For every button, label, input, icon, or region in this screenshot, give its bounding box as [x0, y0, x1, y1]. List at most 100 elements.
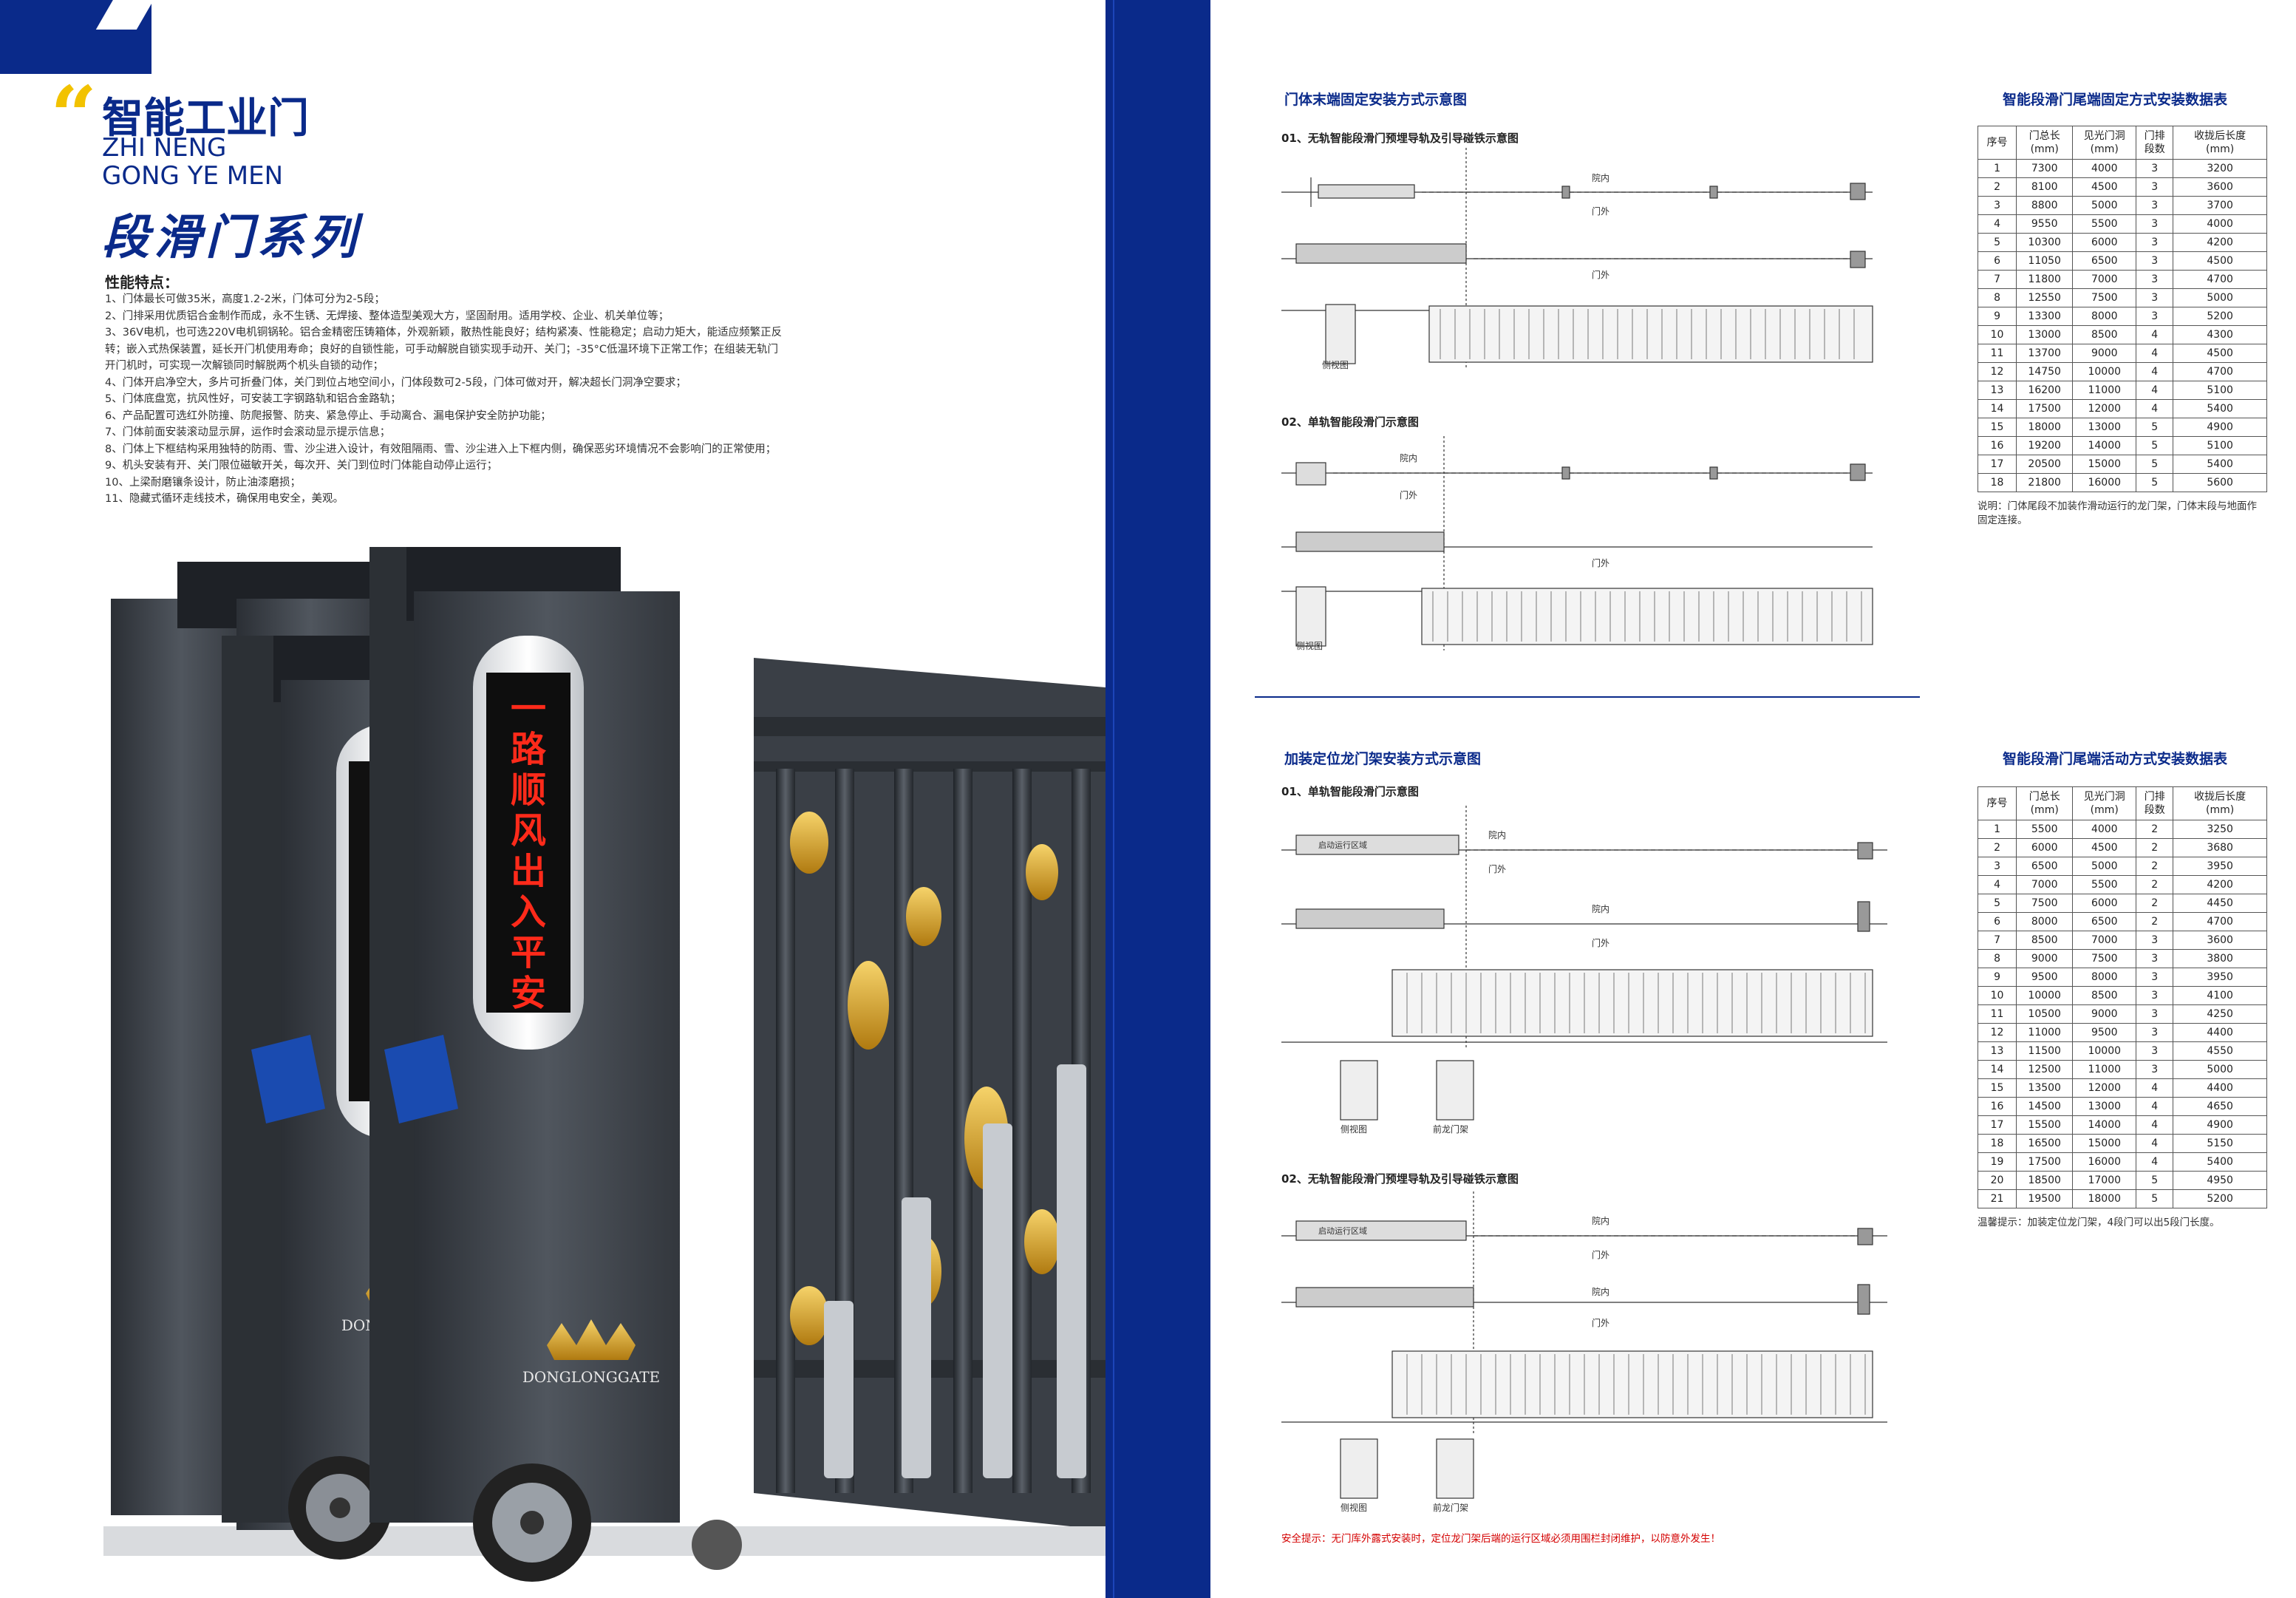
section-heading-fixed: 门体末端固定安装方式示意图: [1274, 87, 1467, 109]
table-cell: 8100: [2016, 177, 2074, 197]
table-cell: 19: [1977, 1152, 2017, 1172]
feature-item: 7、门体前面安装滚动显示屏，运作时会滚动显示提示信息；: [105, 426, 391, 438]
table-cell: 18500: [2016, 1171, 2074, 1190]
table-cell: 11: [1977, 344, 2017, 363]
table-cell: 6000: [2016, 838, 2074, 857]
table-cell: 2: [1977, 177, 2017, 197]
table-cell: 16000: [2072, 473, 2137, 492]
table-cell: 14750: [2016, 362, 2074, 381]
table-cell: 15000: [2072, 1134, 2137, 1153]
table-cell: 1: [1977, 820, 2017, 839]
label-side-view: 侧视图: [1296, 640, 1323, 650]
table-cell: 13000: [2072, 1097, 2137, 1116]
label-inside: 院内: [1592, 1287, 1609, 1297]
table-cell: 4100: [2173, 986, 2267, 1005]
table-cell: 3: [2136, 1004, 2174, 1024]
corner-tab: [0, 0, 151, 74]
table-cell: 3800: [2173, 949, 2267, 968]
feature-item: 11、隐藏式循环走线技术，确保用电安全，美观。: [105, 493, 344, 505]
table-cell: 4: [2136, 1134, 2174, 1153]
table-cell: 4500: [2173, 344, 2267, 363]
table-cell: 6500: [2016, 857, 2074, 876]
table-cell: 12000: [2072, 399, 2137, 418]
table-cell: 4: [2136, 1152, 2174, 1172]
table-cell: 15: [1977, 418, 2017, 437]
table-cell: 11800: [2016, 270, 2074, 289]
table-cell: 5400: [2173, 399, 2267, 418]
table-cell: 8000: [2072, 307, 2137, 326]
label-outside: 门外: [1592, 1317, 1609, 1328]
gate-grille: [754, 658, 1106, 1530]
table-cell: 16: [1977, 1097, 2017, 1116]
subheading-gantry-trackless: 02、无轨智能段滑门预埋导轨及引导碰铁示意图: [1281, 1172, 1519, 1186]
led-char: 入: [511, 891, 546, 933]
table-cell: 3: [1977, 196, 2017, 215]
feature-item: 2、门排采用优质铝合金制作而成，永不生锈、无焊接、整体造型美观大方，坚固耐用。适…: [105, 310, 670, 322]
column-header: 见光门洞 (mm): [2072, 126, 2137, 160]
table-cell: 15000: [2072, 455, 2137, 474]
diagram-single-rail-fixed: 院内 门外 门外 侧视图: [1281, 436, 1873, 650]
table-cell: 21: [1977, 1189, 2017, 1208]
table-cell: 9500: [2016, 968, 2074, 987]
features-heading: 性能特点：: [105, 273, 179, 291]
features-list: 1、门体最长可做35米，高度1.2-2米，门体可分为2-5段； 2、门排采用优质…: [105, 291, 888, 508]
table-cell: 4: [1977, 214, 2017, 234]
label-run-area: 启动运行区域: [1318, 840, 1367, 850]
table-cell: 12000: [2072, 1078, 2137, 1098]
diagram-trackless-fixed: 院内 门外 门外 侧视图: [1281, 148, 1873, 370]
table-cell: 2: [2136, 838, 2174, 857]
table-cell: 10000: [2072, 1041, 2137, 1061]
table-cell: 20: [1977, 1171, 2017, 1190]
table-cell: 5100: [2173, 436, 2267, 455]
table-cell: 7: [1977, 931, 2017, 950]
label-inside: 院内: [1400, 453, 1417, 463]
table-cell: 3600: [2173, 177, 2267, 197]
table-cell: 3: [2136, 986, 2174, 1005]
table-cell: 4: [2136, 381, 2174, 400]
table-cell: 4400: [2173, 1078, 2267, 1098]
led-char: 出: [511, 851, 546, 892]
table-cell: 12: [1977, 1023, 2017, 1042]
label-inside: 院内: [1592, 173, 1609, 183]
table-cell: 4000: [2072, 159, 2137, 178]
table-cell: 4500: [2072, 177, 2137, 197]
table-cell: 18: [1977, 1134, 2017, 1153]
table-cell: 2: [2136, 894, 2174, 913]
table-cell: 5: [2136, 473, 2174, 492]
table-cell: 9000: [2072, 344, 2137, 363]
label-inside: 院内: [1592, 904, 1609, 914]
table-cell: 19500: [2016, 1189, 2074, 1208]
table-cell: 4000: [2173, 214, 2267, 234]
feature-item: 8、门体上下框结构采用独特的防雨、雪、沙尘进入设计，有效阻隔雨、雪、沙尘进入上下…: [105, 443, 777, 455]
table-cell: 3950: [2173, 857, 2267, 876]
table-cell: 11000: [2072, 381, 2137, 400]
table-cell: 2: [2136, 857, 2174, 876]
table-cell: 13700: [2016, 344, 2074, 363]
svg-text:DONGLONGGATE: DONGLONGGATE: [522, 1368, 660, 1386]
gate-product-illustration: 欢 迎 光 临 东 龙 科 技 DONGLONGGATE: [103, 547, 1106, 1582]
table-cell: 14: [1977, 399, 2017, 418]
table-cell: 10300: [2016, 233, 2074, 252]
table-cell: 13000: [2016, 325, 2074, 344]
diagram-gantry-trackless: 启动运行区域 院内 门外 院内 门外 侧视图 前龙门架: [1281, 1191, 1887, 1513]
table-cell: 3250: [2173, 820, 2267, 839]
table-cell: 4900: [2173, 1115, 2267, 1135]
feature-item: 4、门体开启净空大，多片可折叠门体，关门到位占地空间小，门体段数可2-5段，门体…: [105, 376, 687, 389]
table-cell: 4: [2136, 1097, 2174, 1116]
feature-item: 3、36V电机，也可选220V电机铜锅轮。铝合金精密压铸箱体，外观新颖，散热性能…: [105, 327, 783, 339]
page-title: 智能工业门: [102, 95, 309, 143]
table-cell: 4700: [2173, 912, 2267, 931]
label-outside: 门外: [1488, 863, 1506, 874]
table-cell: 4: [2136, 399, 2174, 418]
subheading-gantry-single: 01、单轨智能段滑门示意图: [1281, 785, 1419, 798]
